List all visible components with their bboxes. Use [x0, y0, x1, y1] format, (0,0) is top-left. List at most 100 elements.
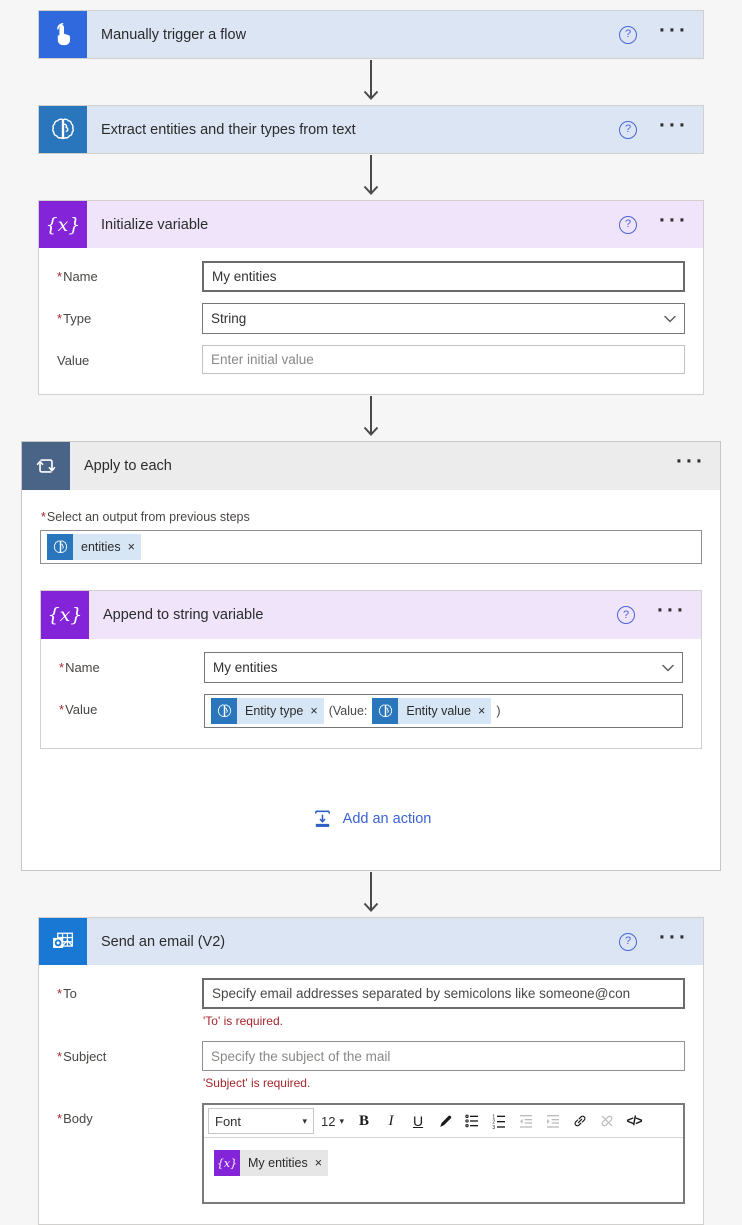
font-size-select[interactable]: 12 ▾: [315, 1114, 350, 1129]
type-field-label: *Type: [57, 311, 92, 326]
subject-field-label: *Subject: [57, 1049, 107, 1064]
remove-link-button[interactable]: [594, 1108, 620, 1134]
ai-builder-brain-icon: [47, 534, 73, 560]
pen-icon: [439, 1115, 451, 1127]
chevron-down-icon: [664, 315, 676, 322]
card-extract-entities[interactable]: Extract entities and their types from te…: [38, 105, 704, 154]
insert-link-button[interactable]: [567, 1108, 593, 1134]
card-send-an-email[interactable]: Send an email (V2) ? ··· *To 'To' is req…: [38, 917, 704, 1225]
dropdown-arrow-icon: ▾: [339, 1115, 344, 1126]
more-actions-icon[interactable]: ···: [659, 115, 693, 139]
remove-token-icon[interactable]: ×: [314, 1156, 323, 1170]
bold-button[interactable]: B: [351, 1108, 377, 1134]
my-entities-token[interactable]: {x} My entities ×: [214, 1150, 329, 1176]
field-row: *Name My entities: [59, 652, 683, 683]
code-view-button[interactable]: </>: [621, 1108, 647, 1134]
scope-apply-to-each[interactable]: Apply to each ··· *Select an output from…: [21, 441, 721, 871]
bullet-list-icon: [465, 1114, 478, 1128]
more-actions-icon[interactable]: ···: [659, 20, 693, 44]
remove-token-icon[interactable]: ×: [310, 704, 318, 718]
help-icon[interactable]: ?: [619, 932, 638, 951]
field-row: *Subject 'Subject' is required.: [57, 1041, 685, 1092]
entity-value-token[interactable]: Entity value ×: [372, 698, 492, 724]
card-manually-trigger-flow[interactable]: Manually trigger a flow ? ···: [38, 10, 704, 59]
more-actions-icon[interactable]: ···: [659, 210, 693, 234]
font-family-select[interactable]: Font ▾: [208, 1108, 314, 1134]
to-field-label: *To: [57, 986, 77, 1001]
apply-to-each-loop-icon: [22, 442, 70, 490]
field-row: *Name: [57, 261, 685, 292]
help-icon[interactable]: ?: [617, 606, 636, 624]
chevron-down-icon: [662, 664, 674, 671]
svg-text:1: 1: [492, 1114, 495, 1120]
text-color-button[interactable]: [432, 1108, 458, 1134]
more-actions-icon[interactable]: ···: [659, 927, 693, 951]
field-row: Value: [57, 345, 685, 374]
ai-builder-brain-icon: [39, 106, 87, 153]
step-title: Apply to each: [84, 458, 172, 474]
manual-trigger-icon: [39, 11, 87, 58]
remove-token-icon[interactable]: ×: [478, 704, 486, 718]
increase-indent-icon: [547, 1115, 559, 1128]
formatting-toolbar: Font ▾ 12 ▾ B I U: [204, 1105, 683, 1138]
outlook-icon: [39, 918, 87, 965]
card-append-to-string-variable[interactable]: {x} Append to string variable ? ··· *Nam…: [40, 590, 702, 749]
more-actions-icon[interactable]: ···: [676, 451, 710, 475]
append-value-input[interactable]: Entity type × (Value: Entity value ×: [204, 694, 683, 728]
name-field-label: *Name: [57, 269, 98, 284]
connector-arrow: [0, 871, 742, 917]
append-name-select[interactable]: My entities: [204, 652, 683, 683]
to-required-error: 'To' is required.: [203, 1014, 283, 1028]
subject-required-error: 'Subject' is required.: [203, 1076, 311, 1090]
variable-name-input[interactable]: [202, 261, 685, 292]
help-icon[interactable]: ?: [619, 215, 638, 234]
select-output-input[interactable]: entities ×: [40, 530, 702, 564]
body-field-label: *Body: [57, 1111, 93, 1126]
variable-value-input[interactable]: [202, 345, 685, 374]
card-initialize-variable[interactable]: {x} Initialize variable ? ··· *Name *Typ…: [38, 200, 704, 395]
field-row: *Type String: [57, 303, 685, 334]
help-icon[interactable]: ?: [619, 25, 638, 44]
email-to-input[interactable]: [202, 978, 685, 1009]
svg-text:2: 2: [492, 1120, 495, 1126]
bullet-list-button[interactable]: [459, 1108, 485, 1134]
step-title: Extract entities and their types from te…: [101, 121, 356, 138]
variable-icon: {x}: [41, 591, 89, 639]
decrease-indent-button[interactable]: [513, 1108, 539, 1134]
rich-text-editor[interactable]: Font ▾ 12 ▾ B I U: [202, 1103, 685, 1204]
dropdown-arrow-icon: ▾: [302, 1115, 307, 1126]
ai-builder-brain-icon: [211, 698, 237, 724]
more-actions-icon[interactable]: ···: [657, 600, 691, 624]
value-literal-text: (Value:: [328, 704, 368, 718]
value-field-label: *Value: [59, 702, 98, 717]
underline-button[interactable]: U: [405, 1108, 431, 1134]
variable-type-select[interactable]: String: [202, 303, 685, 334]
increase-indent-button[interactable]: [540, 1108, 566, 1134]
svg-text:3: 3: [492, 1125, 495, 1129]
step-title: Send an email (V2): [101, 933, 226, 950]
add-action-icon: [314, 810, 330, 827]
ai-builder-brain-icon: [372, 698, 399, 724]
numbered-list-icon: 123: [492, 1114, 505, 1129]
connector-arrow: [0, 395, 742, 441]
help-icon[interactable]: ?: [619, 120, 638, 139]
variable-icon: {x}: [214, 1150, 240, 1176]
step-title: Initialize variable: [101, 216, 209, 233]
entity-type-token[interactable]: Entity type ×: [211, 698, 324, 724]
entities-token[interactable]: entities ×: [47, 534, 141, 560]
select-output-label: *Select an output from previous steps: [41, 510, 250, 524]
email-subject-input[interactable]: [202, 1041, 685, 1071]
add-an-action-button[interactable]: Add an action: [311, 807, 431, 830]
value-literal-text: ): [496, 704, 501, 718]
italic-button[interactable]: I: [378, 1108, 404, 1134]
unlink-icon: [601, 1115, 613, 1127]
field-row: *Body Font ▾ 12 ▾ B: [57, 1103, 685, 1204]
decrease-indent-icon: [520, 1115, 532, 1128]
variable-icon: {x}: [39, 201, 87, 248]
connector-arrow: [0, 59, 742, 105]
email-body-input[interactable]: {x} My entities ×: [204, 1138, 683, 1202]
remove-token-icon[interactable]: ×: [127, 540, 135, 554]
name-field-label: *Name: [59, 660, 100, 675]
